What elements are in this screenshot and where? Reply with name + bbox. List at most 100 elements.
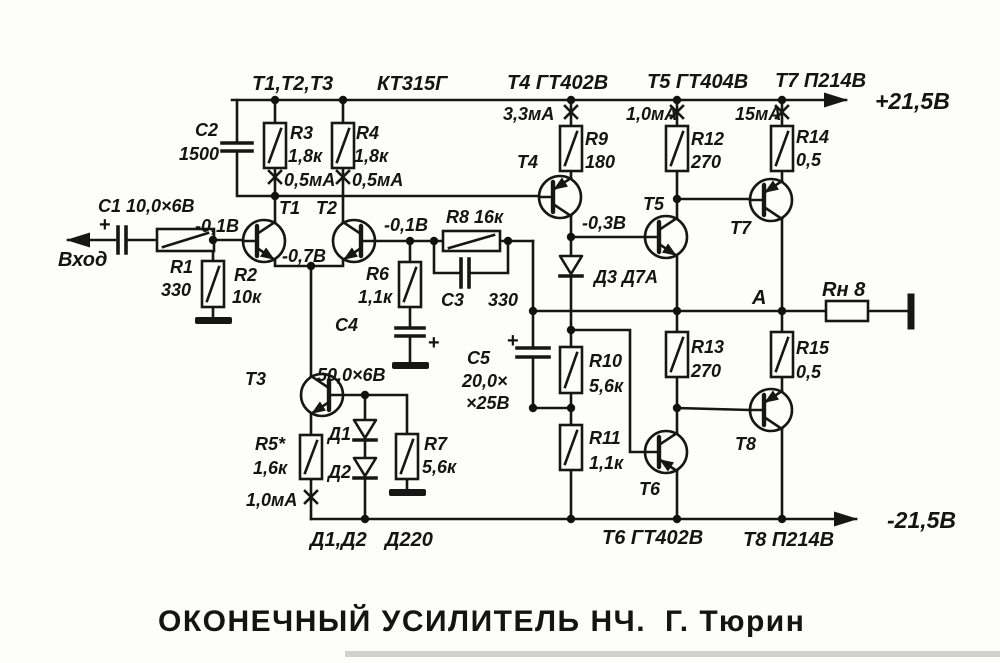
- c5-polarity: +: [507, 330, 519, 352]
- c2-value: 1500: [179, 144, 219, 164]
- d3-label: Д3 Д7А: [592, 267, 658, 287]
- t8-label: Т8: [735, 434, 756, 454]
- r1-value: 330: [161, 280, 191, 300]
- t2-base-voltage: -0,1В: [384, 215, 428, 235]
- r11-label: R11: [589, 428, 621, 448]
- c4-label: С4: [335, 315, 358, 335]
- capacitor-c3: С3 330: [441, 257, 518, 310]
- t4-collector-voltage: -0,3В: [582, 213, 626, 233]
- t6-label: Т6: [639, 479, 661, 499]
- resistor-r6: R6 1,1к: [358, 260, 423, 309]
- resistor-r11: R11 1,1к: [558, 423, 624, 473]
- top-labels: Т1,Т2,Т3 КТ315Г Т4 ГТ402В Т5 ГТ404В Т7 П…: [252, 70, 950, 114]
- r13-value: 270: [690, 361, 721, 381]
- capacitor-c2: С2 1500: [179, 120, 254, 164]
- t7-current: 15мА: [735, 104, 781, 124]
- diode-d1: Д1: [326, 418, 378, 444]
- r10-value: 5,6к: [589, 376, 624, 396]
- t4-current: 3,3мА: [503, 104, 554, 124]
- resistor-r8: R8 16к: [441, 207, 504, 253]
- c5-value-1: 20,0×: [461, 371, 508, 391]
- ground-c4-icon: [392, 362, 429, 369]
- r12-value: 270: [690, 152, 721, 172]
- r6-label: R6: [366, 264, 390, 284]
- t7-type: Т7 П214В: [775, 70, 866, 92]
- d1-label: Д1: [326, 424, 351, 444]
- r7-value: 5,6к: [422, 457, 457, 477]
- bottom-labels: Д1,Д2 Д220 Т6 ГТ402В Т8 П214В -21,5В: [308, 507, 956, 551]
- r5-label: R5*: [255, 434, 286, 454]
- current-marks-diffpair: 0,5мА 0,5мА: [267, 169, 403, 190]
- d2-label: Д2: [326, 462, 351, 482]
- r10-label: R10: [589, 351, 622, 371]
- resistor-r9: R9 180 3,3мА: [503, 104, 615, 173]
- resistor-r5: R5* 1,6к 1,0мА: [246, 433, 324, 510]
- r4-label: R4: [356, 123, 379, 143]
- r1-label: R1: [170, 257, 193, 277]
- r15-label: R15: [796, 338, 830, 358]
- d12-type: Д220: [383, 529, 433, 551]
- capacitor-c5: + С5 20,0× ×25В: [461, 330, 551, 413]
- c4-value: 50,0×6В: [317, 365, 386, 385]
- t5-label: Т5: [643, 194, 665, 214]
- r2-label: R2: [234, 265, 257, 285]
- junction-dots: [208, 95, 787, 524]
- c1-polarity: +: [99, 214, 111, 236]
- input-label: Вход: [58, 249, 107, 271]
- resistor-r1: R1 330: [155, 227, 216, 300]
- t4-label: Т4: [517, 152, 538, 172]
- t7-label: Т7: [730, 218, 752, 238]
- r11-value: 1,1к: [589, 453, 624, 473]
- resistor-r3: R3 1,8к: [262, 121, 323, 170]
- t1-current: 0,5мА: [284, 170, 335, 190]
- resistor-r12: R12 270 1,0мА: [626, 104, 724, 173]
- r6-value: 1,1к: [358, 287, 393, 307]
- t3-current: 1,0мА: [246, 490, 297, 510]
- t5-current: 1,0мА: [626, 104, 677, 124]
- resistor-r15: R15 0,5: [769, 330, 830, 382]
- schematic-title: ОКОНЕЧНЫЙ УСИЛИТЕЛЬ НЧ.: [158, 604, 646, 638]
- c3-label: С3: [441, 290, 464, 310]
- ground-r2-icon: [195, 317, 232, 324]
- r13-label: R13: [691, 337, 724, 357]
- t123-type: КТ315Г: [377, 73, 449, 95]
- capacitor-c1: + С1 10,0×6В: [98, 196, 195, 255]
- transistor-t8: Т8: [735, 387, 794, 454]
- r14-value: 0,5: [796, 150, 822, 170]
- t1-label: Т1: [279, 198, 300, 218]
- r15-value: 0,5: [796, 362, 822, 382]
- c5-value-2: ×25В: [466, 393, 510, 413]
- r8-label: R8 16к: [446, 207, 504, 227]
- output-node-label: А: [751, 287, 766, 309]
- resistor-r2: R2 10к: [195, 259, 262, 324]
- c5-label: С5: [467, 348, 491, 368]
- caption: ОКОНЕЧНЫЙ УСИЛИТЕЛЬ НЧ. Г. Тюрин: [158, 604, 804, 638]
- r9-label: R9: [585, 129, 608, 149]
- resistor-r10: R10 5,6к: [558, 345, 624, 396]
- transistor-t6: Т6: [639, 429, 689, 499]
- transistor-t1: Т1: [241, 198, 300, 264]
- t123-names: Т1,Т2,Т3: [252, 73, 333, 95]
- t6-type: Т6 ГТ402В: [602, 527, 703, 549]
- c4-polarity: +: [428, 332, 440, 354]
- resistor-rn: Rн 8: [822, 279, 870, 323]
- r3-label: R3: [290, 123, 313, 143]
- r9-value: 180: [585, 152, 615, 172]
- c2-label: С2: [195, 120, 218, 140]
- c1-label: С1: [98, 196, 121, 216]
- voltage-labels: -0,1В -0,7В -0,1В: [195, 215, 428, 266]
- diode-d2: Д2: [326, 456, 378, 482]
- ground-r7-icon: [389, 489, 426, 496]
- t8-type: Т8 П214В: [743, 529, 834, 551]
- t2-label: Т2: [316, 198, 337, 218]
- resistor-r14: R14 0,5 15мА: [735, 104, 829, 173]
- t3-label: Т3: [245, 369, 266, 389]
- emitter-voltage: -0,7В: [282, 246, 326, 266]
- diode-d3: Д3 Д7А: [558, 254, 658, 287]
- r7-label: R7: [424, 434, 448, 454]
- negative-rail-label: -21,5В: [887, 507, 956, 533]
- t5-type: Т5 ГТ404В: [647, 71, 748, 93]
- d12-names: Д1,Д2: [308, 529, 367, 551]
